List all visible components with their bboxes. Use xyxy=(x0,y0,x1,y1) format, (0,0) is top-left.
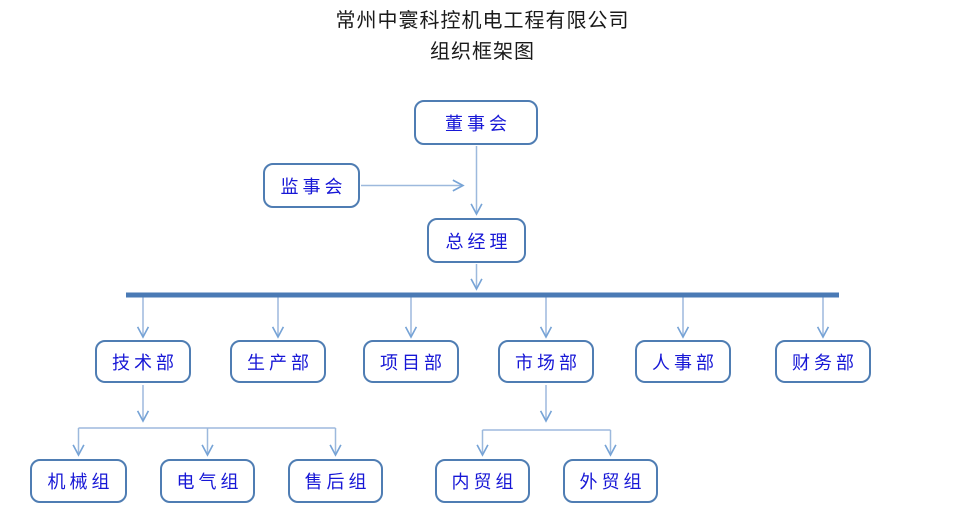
org-node-group-domestic-trade: 内贸组 xyxy=(435,459,530,503)
org-node-group-aftersales: 售后组 xyxy=(288,459,383,503)
org-node-dept-market: 市场部 xyxy=(498,340,594,383)
org-node-dept-finance: 财务部 xyxy=(775,340,871,383)
org-node-board: 董事会 xyxy=(414,100,538,145)
company-name: 常州中寰科控机电工程有限公司 xyxy=(335,10,630,32)
org-node-dept-project: 项目部 xyxy=(363,340,459,383)
org-node-dept-tech: 技术部 xyxy=(95,340,191,383)
org-node-group-electrical: 电气组 xyxy=(160,459,255,503)
org-node-group-mechanical: 机械组 xyxy=(30,459,127,503)
org-node-dept-hr: 人事部 xyxy=(635,340,731,383)
org-node-group-foreign-trade: 外贸组 xyxy=(563,459,658,503)
org-node-dept-production: 生产部 xyxy=(230,340,326,383)
org-node-general-manager: 总经理 xyxy=(427,218,526,263)
org-node-supervisor: 监事会 xyxy=(263,163,360,208)
chart-subtitle: 组织框架图 xyxy=(430,41,535,63)
chart-title: 常州中寰科控机电工程有限公司 组织框架图 xyxy=(0,6,965,68)
